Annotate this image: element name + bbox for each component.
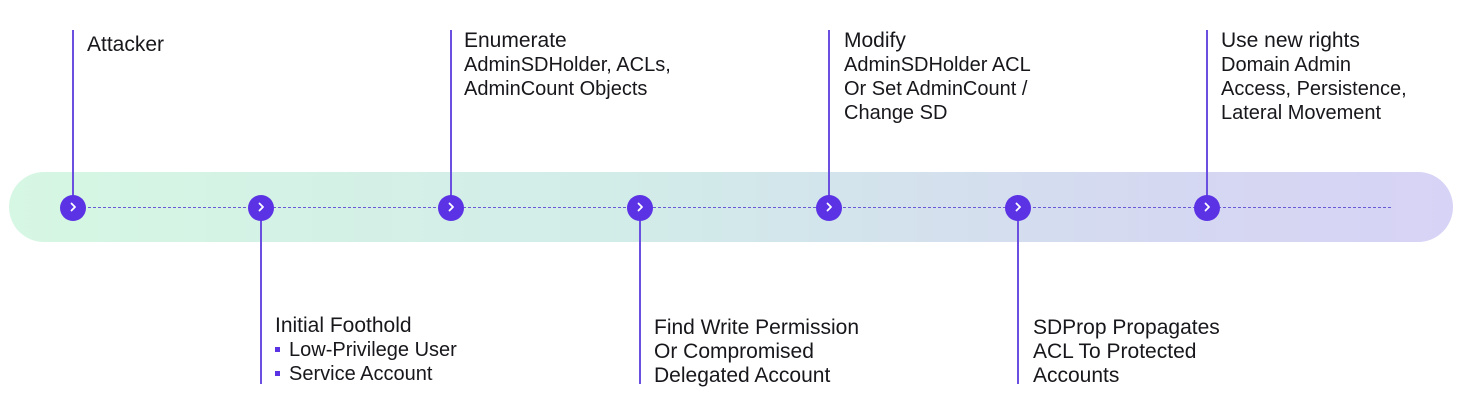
connector-attacker (72, 30, 74, 208)
connector-find-write-permission (639, 208, 641, 384)
step-sdprop-propagates: SDProp Propagates ACL To Protected Accou… (1033, 316, 1220, 388)
chevron-right-icon (635, 199, 645, 217)
connector-enumerate (450, 30, 452, 208)
chevron-right-icon (1013, 199, 1023, 217)
chevron-right-icon (1202, 199, 1212, 217)
bullet-item: Service Account (275, 362, 457, 386)
step-attacker: Attacker (87, 33, 164, 57)
chevron-right-icon (256, 199, 266, 217)
step-title: Use new rights (1221, 29, 1360, 52)
step-title: Attacker (87, 33, 165, 56)
chevron-right-icon (446, 199, 456, 217)
step-enumerate: Enumerate AdminSDHolder, ACLs, AdminCoun… (464, 29, 671, 101)
foothold-bullets: Low-Privilege User Service Account (275, 338, 457, 386)
bullet-item: Low-Privilege User (275, 338, 457, 362)
step-initial-foothold: Initial Foothold Low-Privilege User Serv… (275, 314, 457, 386)
step-detail: AdminSDHolder, ACLs, AdminCount Objects (464, 54, 671, 100)
chevron-right-icon (824, 199, 834, 217)
connector-initial-foothold (260, 208, 262, 384)
node-modify (816, 195, 842, 221)
step-find-write-permission: Find Write Permission Or Compromised Del… (654, 316, 859, 388)
step-title: Modify (844, 29, 906, 52)
step-title: SDProp Propagates ACL To Protected Accou… (1033, 316, 1220, 387)
node-initial-foothold (248, 195, 274, 221)
step-title: Enumerate (464, 29, 567, 52)
step-modify: Modify AdminSDHolder ACL Or Set AdminCou… (844, 29, 1031, 125)
node-attacker (60, 195, 86, 221)
chevron-right-icon (68, 199, 78, 217)
step-title: Find Write Permission Or Compromised Del… (654, 316, 859, 387)
timeline-dotted-line (73, 207, 1391, 208)
node-sdprop-propagates (1005, 195, 1031, 221)
step-use-new-rights: Use new rights Domain Admin Access, Pers… (1221, 29, 1407, 125)
step-title: Initial Foothold (275, 314, 412, 337)
step-detail: Domain Admin Access, Persistence, Latera… (1221, 54, 1407, 124)
node-enumerate (438, 195, 464, 221)
connector-modify (828, 30, 830, 208)
connector-sdprop-propagates (1017, 208, 1019, 384)
node-find-write-permission (627, 195, 653, 221)
node-use-new-rights (1194, 195, 1220, 221)
step-detail: AdminSDHolder ACL Or Set AdminCount / Ch… (844, 54, 1031, 124)
connector-use-new-rights (1206, 30, 1208, 208)
